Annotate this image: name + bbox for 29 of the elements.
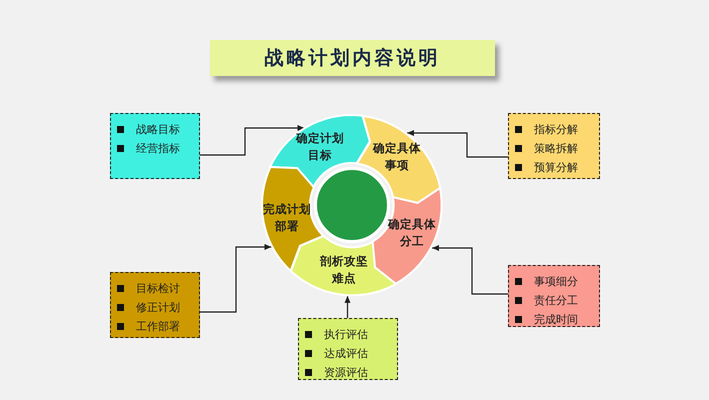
segment-label: 确定计划目标 bbox=[294, 130, 345, 164]
connector-arrow bbox=[200, 244, 272, 313]
list-item-text: 策略拆解 bbox=[534, 141, 578, 156]
bullet-box bbox=[110, 272, 200, 338]
connector-arrow bbox=[432, 245, 508, 295]
list-item-text: 指标分解 bbox=[534, 122, 578, 137]
title-text: 战略计划内容说明 bbox=[264, 46, 440, 71]
list-item-text: 目标检讨 bbox=[136, 281, 180, 296]
connector-arrow bbox=[407, 130, 508, 158]
bullet-box bbox=[508, 265, 600, 327]
connector-arrow bbox=[200, 125, 304, 156]
list-item-text: 预算分解 bbox=[534, 160, 578, 175]
list-item-text: 经营指标 bbox=[136, 141, 180, 156]
bullet-box bbox=[508, 113, 600, 179]
bullet-box bbox=[298, 318, 398, 380]
list-item-text: 事项细分 bbox=[534, 274, 578, 289]
list-item-text: 完成时间 bbox=[534, 312, 578, 327]
segment-label: 确定具体分工 bbox=[386, 216, 437, 250]
segment-label: 确定具体事项 bbox=[372, 140, 422, 174]
list-item-text: 责任分工 bbox=[534, 293, 578, 308]
list-item-text: 战略目标 bbox=[136, 122, 180, 137]
list-item-text: 修正计划 bbox=[136, 300, 180, 315]
list-item-text: 执行评估 bbox=[324, 327, 368, 342]
list-item-text: 资源评估 bbox=[324, 365, 368, 380]
list-item-text: 工作部署 bbox=[136, 319, 180, 334]
list-item-text: 达成评估 bbox=[324, 346, 368, 361]
connector-arrow bbox=[344, 296, 350, 318]
bullet-box bbox=[110, 113, 200, 179]
segment-label: 剖析攻坚难点 bbox=[318, 253, 369, 288]
